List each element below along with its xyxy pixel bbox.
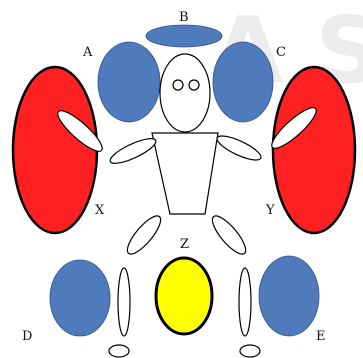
right-upper-arm [214,132,263,165]
left-thigh [122,211,165,258]
ellipse-a [98,42,160,122]
label-x: X [95,203,105,218]
label-y: Y [265,203,275,218]
ellipse-e [259,256,319,336]
right-eye [189,80,199,90]
label-c: C [276,45,286,60]
head [160,54,210,132]
oval-z [156,258,212,334]
left-upper-arm [107,134,158,168]
right-thigh [207,211,250,258]
halo-b [146,25,222,47]
label-d: D [22,329,32,344]
left-foot [109,345,129,357]
right-shin [239,268,251,336]
torso [152,133,218,214]
label-a: A [82,45,93,60]
ellipse-d [50,260,110,336]
label-e: E [316,329,326,344]
left-eye [173,80,183,90]
oval-x [13,67,97,233]
oval-y [273,67,355,233]
ellipse-c [213,42,273,122]
left-shin [118,268,130,336]
label-z: Z [180,237,189,252]
label-b: B [179,10,189,25]
right-foot [240,345,260,357]
